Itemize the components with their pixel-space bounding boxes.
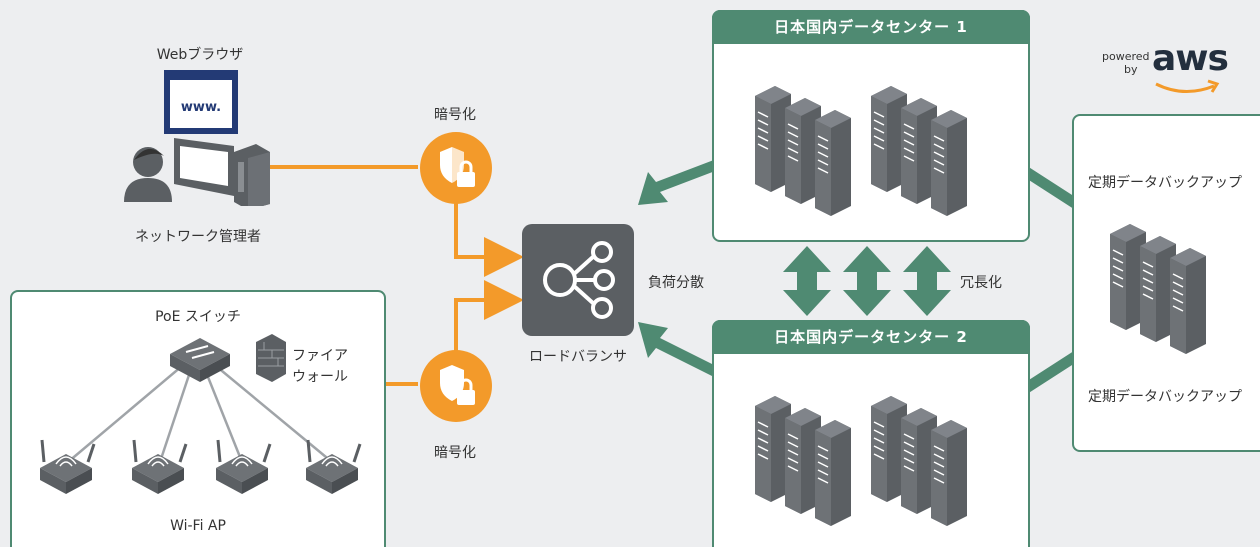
encrypt-top-label: 暗号化: [434, 107, 476, 123]
network-admin-label: ネットワーク管理者: [135, 229, 261, 245]
redundancy-label: 冗長化: [960, 275, 1002, 291]
redundancy-arrow-3: [903, 246, 951, 316]
encrypted-link-bottom: [386, 280, 524, 386]
browser-screen-text: www.: [181, 100, 221, 115]
ap-network-diagram: [40, 334, 362, 496]
load-balancer-node: [522, 224, 634, 336]
aws-smile-icon: [1155, 79, 1220, 93]
firewall-label: ファイア ウォール: [292, 348, 348, 385]
shield-lock-icon: [420, 350, 492, 422]
backup-label-top: 定期データバックアップ: [1088, 175, 1242, 191]
wifi-ap-icon: [40, 439, 96, 494]
load-balancing-label: 負荷分散: [648, 275, 704, 291]
firewall-icon: [256, 334, 286, 382]
aws-logo: powered by aws: [1098, 38, 1229, 100]
backup-server-rack-icon: [1109, 223, 1207, 355]
redundancy-arrow-2: [843, 246, 891, 316]
server-rack-group-icon: [755, 85, 968, 217]
web-browser-label: Webブラウザ: [156, 47, 244, 63]
poe-switch-label: PoE スイッチ: [155, 309, 241, 325]
backup-label-bottom: 定期データバックアップ: [1088, 389, 1242, 405]
admin-workstation-icon: www.: [124, 70, 270, 206]
load-balancer-label: ロードバランサ: [529, 349, 627, 365]
aws-powered-text: powered: [1102, 50, 1150, 63]
data-center-1-title: 日本国内データセンター 1: [712, 10, 1030, 44]
server-rack-group-icon: [754, 395, 968, 527]
wifi-ap-icon: [214, 438, 272, 496]
wifi-ap-icon: [130, 438, 188, 496]
shield-lock-icon: [420, 132, 492, 204]
wifi-ap-label: Wi-Fi AP: [170, 518, 226, 534]
aws-wordmark: aws: [1152, 38, 1229, 79]
network-cables: [67, 365, 333, 463]
ap-network-panel: [10, 290, 386, 547]
data-center-2-title: 日本国内データセンター 2: [712, 320, 1030, 354]
encrypted-link-top: [265, 165, 524, 277]
poe-switch-icon: [170, 338, 230, 382]
aws-by-text: by: [1124, 63, 1138, 76]
redundancy-arrows: [783, 246, 951, 316]
encrypt-bottom-label: 暗号化: [434, 445, 476, 461]
share-hub-icon: [543, 241, 615, 319]
redundancy-arrow-1: [783, 246, 831, 316]
